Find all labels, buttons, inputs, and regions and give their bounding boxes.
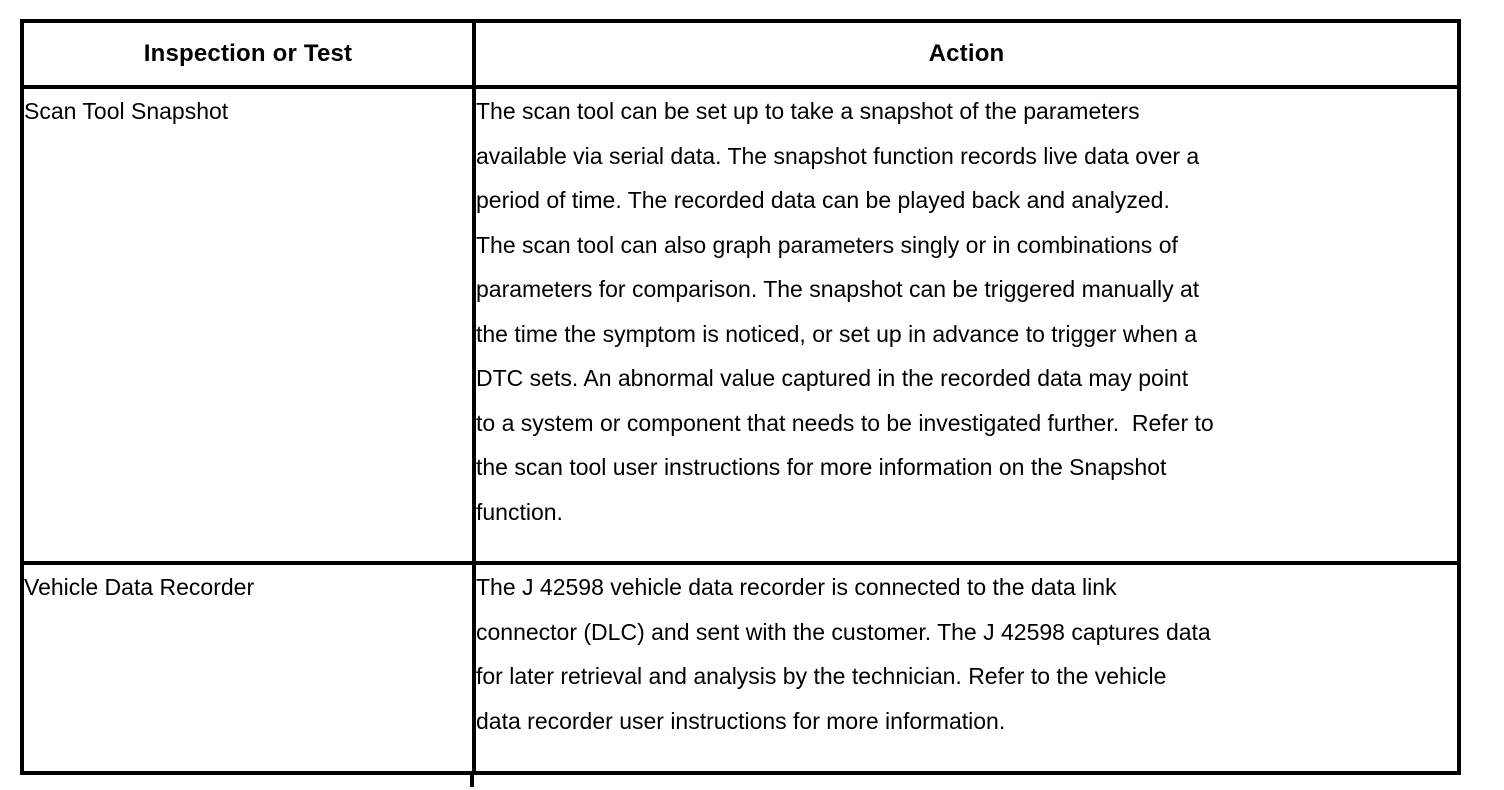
text-line: for later retrieval and analysis by the … [476, 663, 1167, 689]
inspection-label: Scan Tool Snapshot [24, 98, 229, 124]
column-divider-continuation [470, 771, 474, 787]
text-line: DTC sets. An abnormal value captured in … [476, 365, 1189, 391]
text-line: The scan tool can also graph parameters … [476, 231, 1178, 258]
action-text: The scan tool can be set up to take a sn… [476, 89, 1457, 534]
header-inspection-or-test: Inspection or Test [20, 19, 476, 89]
inspection-cell: Vehicle Data Recorder [20, 561, 476, 775]
text-line: available via serial data. The snapshot … [476, 142, 1200, 169]
header-action: Action [472, 19, 1461, 89]
text-line: connector (DLC) and sent with the custom… [476, 618, 1211, 645]
text-line: The J 42598 vehicle data recorder is con… [476, 574, 1117, 600]
action-text: The J 42598 vehicle data recorder is con… [476, 565, 1457, 743]
inspection-cell: Scan Tool Snapshot [20, 85, 476, 565]
text-line: to a system or component that needs to b… [476, 409, 1214, 436]
text-line: data recorder user instructions for more… [476, 707, 1006, 734]
text-line: parameters for comparison. The snapshot … [476, 276, 1200, 302]
text-line: The scan tool can be set up to take a sn… [476, 98, 1140, 124]
inspection-label: Vehicle Data Recorder [24, 574, 255, 600]
inspection-action-table: Inspection or Test Action Scan Tool Snap… [20, 19, 1461, 775]
text-line: the scan tool user instructions for more… [476, 454, 1167, 480]
text-line: the time the symptom is noticed, or set … [476, 320, 1198, 347]
text-line: function. [476, 498, 563, 525]
table-row: Vehicle Data Recorder The J 42598 vehicl… [20, 561, 1461, 775]
text-line: period of time. The recorded data can be… [476, 187, 1170, 213]
action-cell: The scan tool can be set up to take a sn… [472, 85, 1461, 565]
table-row: Scan Tool Snapshot The scan tool can be … [20, 85, 1461, 565]
table-header-row: Inspection or Test Action [20, 19, 1461, 89]
action-cell: The J 42598 vehicle data recorder is con… [472, 561, 1461, 775]
